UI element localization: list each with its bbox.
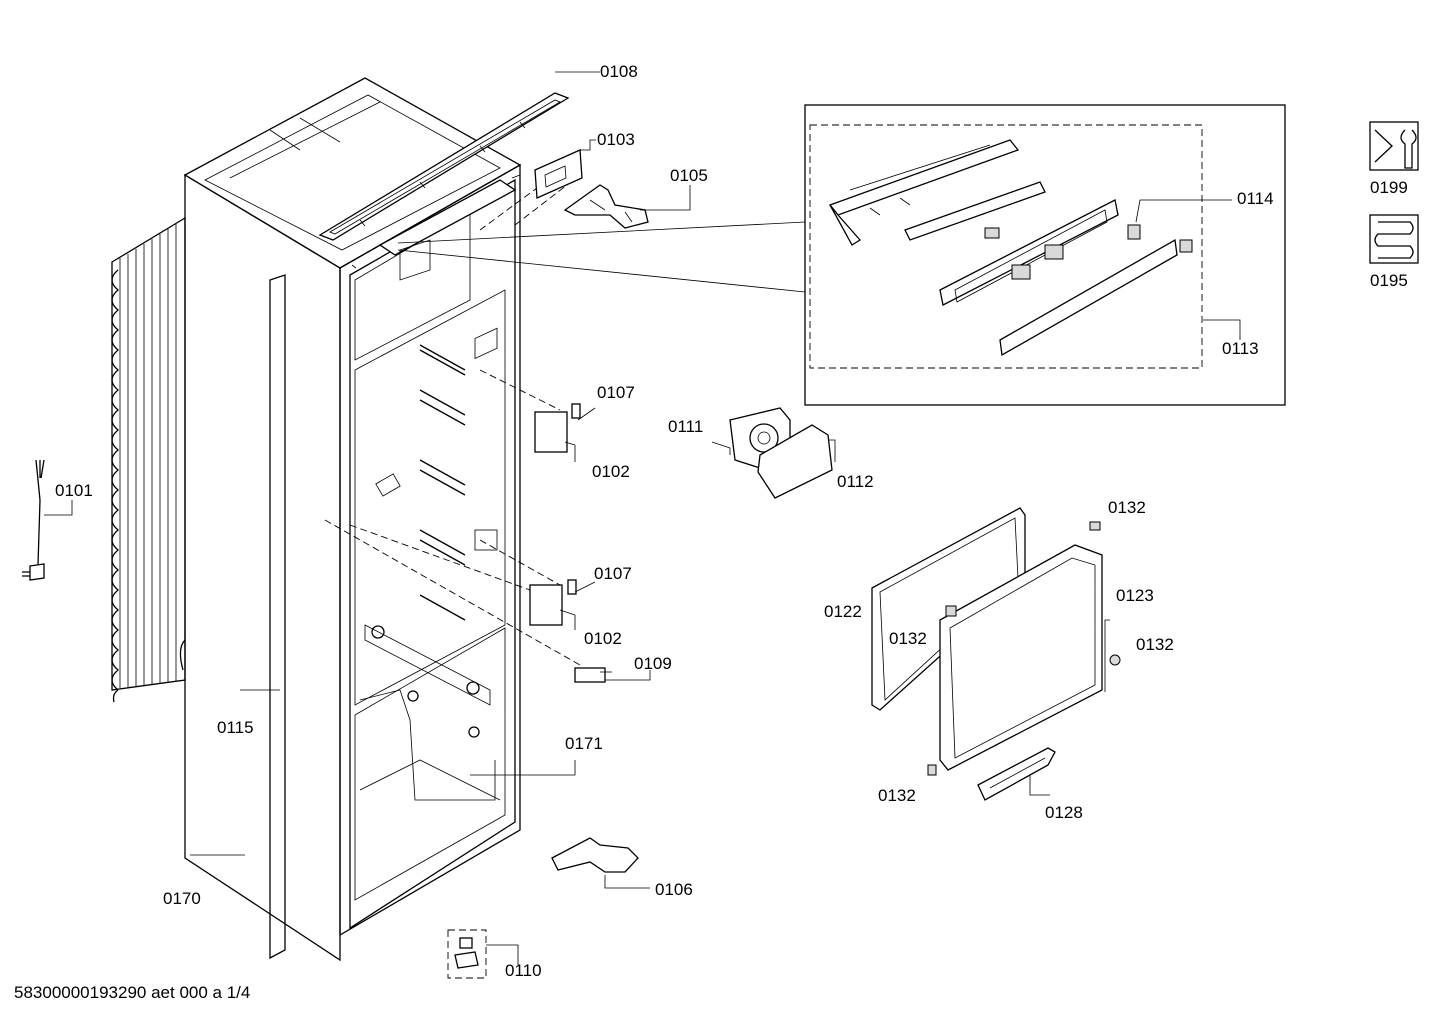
lower-hinge	[551, 837, 650, 889]
leader-lines	[44, 71, 691, 856]
part-label-0171: 0171	[565, 734, 603, 753]
part-label-0112: 0112	[837, 472, 874, 491]
seal-strip	[269, 274, 286, 960]
power-cord	[22, 459, 45, 581]
part-label-0132-left: 0132	[889, 629, 927, 648]
part-label-0110: 0110	[505, 961, 542, 980]
label-plate-0103	[534, 149, 583, 199]
part-label-0101: 0101	[55, 481, 93, 500]
wrench-icon	[1369, 121, 1419, 171]
part-label-0115: 0115	[217, 718, 254, 737]
clips-0132	[927, 521, 1121, 776]
part-label-0102-upper: 0102	[592, 462, 630, 481]
part-label-0132-right: 0132	[1136, 635, 1174, 654]
cabinet-body	[183, 77, 522, 962]
wiring-icon	[1369, 214, 1419, 264]
part-label-0109: 0109	[634, 654, 672, 673]
part-label-0108: 0108	[600, 62, 638, 81]
part-label-0195: 0195	[1370, 271, 1408, 290]
part-label-0102-lower: 0102	[584, 629, 622, 648]
part-label-0132-top: 0132	[1108, 498, 1146, 517]
part-label-0170: 0170	[163, 889, 201, 908]
part-label-0111: 0111	[668, 417, 704, 436]
upper-hinge	[563, 184, 649, 229]
condenser-coil	[111, 216, 186, 703]
door-panel	[939, 544, 1110, 771]
hinge-cover	[977, 747, 1056, 801]
part-label-0132-bottom: 0132	[878, 786, 916, 805]
shelf-stop	[574, 667, 651, 683]
fan-assembly	[711, 407, 836, 499]
part-label-0113: 0113	[1222, 339, 1259, 358]
part-label-0107-lower: 0107	[594, 564, 632, 583]
part-label-0199: 0199	[1370, 178, 1408, 197]
top-rail	[318, 92, 570, 241]
inset-control-box	[397, 104, 1286, 406]
part-label-0105: 0105	[670, 166, 708, 185]
part-label-0114: 0114	[1237, 189, 1274, 208]
cover-plates	[529, 403, 596, 630]
drawing-reference-code: 58300000193290 aet 000 a 1/4	[14, 983, 251, 1002]
feet-kit	[447, 929, 519, 979]
part-label-0103: 0103	[597, 130, 635, 149]
part-label-0128: 0128	[1045, 803, 1083, 822]
part-label-0106: 0106	[655, 880, 693, 899]
part-label-0107-upper: 0107	[597, 383, 635, 402]
part-label-0122: 0122	[824, 602, 862, 621]
part-label-0123: 0123	[1116, 586, 1154, 605]
